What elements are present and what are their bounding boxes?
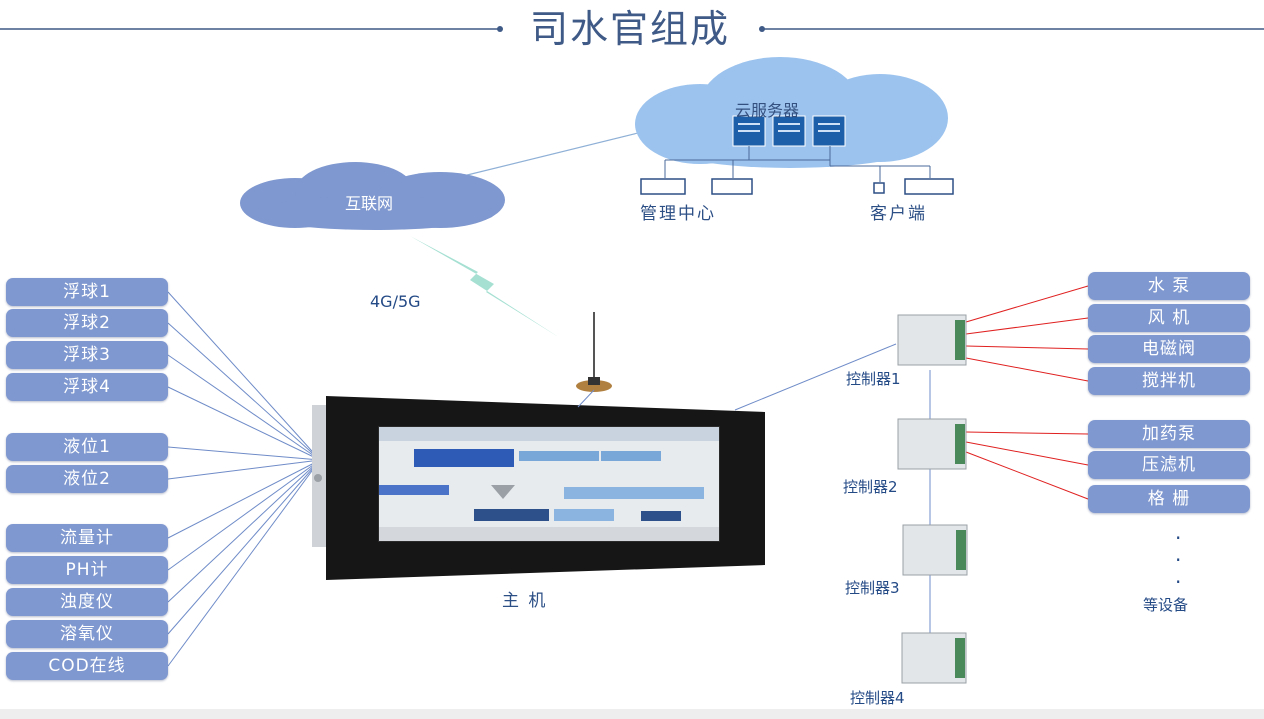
scada-graphic xyxy=(379,427,719,541)
host-label: 主 机 xyxy=(502,591,548,611)
controller-4-label: 控制器4 xyxy=(850,689,905,707)
controller-3-label: 控制器3 xyxy=(845,579,900,597)
more-dot-2: · xyxy=(1175,548,1182,572)
device-dosing-pump: 加药泵 xyxy=(1088,420,1250,448)
device-water-pump: 水 泵 xyxy=(1088,272,1250,300)
device-lines xyxy=(965,285,1089,500)
sensor-float-1: 浮球1 xyxy=(6,278,168,306)
sensor-turbidity: 浊度仪 xyxy=(6,588,168,616)
more-dot-1: · xyxy=(1175,526,1182,550)
controller-2-label: 控制器2 xyxy=(843,478,898,496)
network-label: 4G/5G xyxy=(370,292,421,311)
sensor-lines xyxy=(167,291,321,667)
management-center-label: 管理中心 xyxy=(640,204,716,224)
sensor-dissolved-oxygen: 溶氧仪 xyxy=(6,620,168,648)
client-label: 客户端 xyxy=(870,204,927,224)
wireless-signal-icon xyxy=(410,236,560,338)
server-icon xyxy=(732,115,846,147)
more-dot-3: · xyxy=(1175,570,1182,594)
device-solenoid-valve: 电磁阀 xyxy=(1088,335,1250,363)
cloud-server-label: 云服务器 xyxy=(735,101,800,120)
controller-module xyxy=(897,314,968,684)
internet-label: 互联网 xyxy=(345,194,394,213)
monitor-icon xyxy=(640,178,954,195)
sensor-float-2: 浮球2 xyxy=(6,309,168,337)
antenna-icon xyxy=(576,312,612,408)
device-grille: 格 栅 xyxy=(1088,485,1250,513)
sensor-cod-online: COD在线 xyxy=(6,652,168,680)
title-dot-right xyxy=(759,26,765,32)
device-fan: 风 机 xyxy=(1088,304,1250,332)
more-devices-label: 等设备 xyxy=(1143,596,1189,614)
host-screen xyxy=(378,426,720,542)
title-dot-left xyxy=(497,26,503,32)
host-controller-link xyxy=(734,343,897,411)
sensor-level-2: 液位2 xyxy=(6,465,168,493)
sensor-float-4: 浮球4 xyxy=(6,373,168,401)
internet-cloud-link xyxy=(454,129,651,179)
device-mixer: 搅拌机 xyxy=(1088,367,1250,395)
page-title: 司水官组成 xyxy=(529,7,730,51)
controller-1-label: 控制器1 xyxy=(846,370,901,388)
internet-cloud xyxy=(240,162,505,230)
terminal-tree xyxy=(664,146,931,182)
sensor-float-3: 浮球3 xyxy=(6,341,168,369)
device-filter-press: 压滤机 xyxy=(1088,451,1250,479)
sensor-flowmeter: 流量计 xyxy=(6,524,168,552)
bottom-strip xyxy=(0,709,1264,719)
sensor-ph: PH计 xyxy=(6,556,168,584)
sensor-level-1: 液位1 xyxy=(6,433,168,461)
